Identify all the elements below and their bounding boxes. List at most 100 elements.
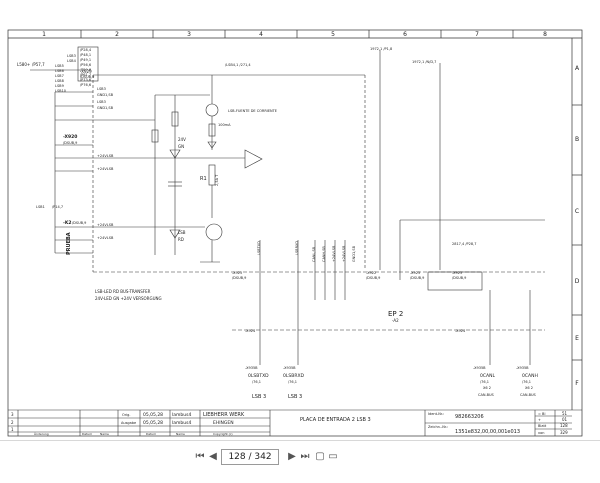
svg-text:/P56,6: /P56,6 xyxy=(80,63,91,67)
last-page-icon[interactable]: ⏭ xyxy=(300,450,310,462)
row-c: C xyxy=(575,208,579,215)
svg-text:LSB4: LSB4 xyxy=(67,59,77,63)
gnd1-a: GND1,SB xyxy=(97,93,114,97)
col-2: 2 xyxy=(115,31,119,38)
svg-text:/P48,1: /P48,1 xyxy=(80,53,91,57)
title-block xyxy=(8,409,582,436)
svg-text:-X935B: -X935B xyxy=(245,366,258,370)
resistor-r1: R1 xyxy=(200,176,207,182)
page-toolbar: ⏮ ◀ 128 / 342 ▶ ⏭ ▢ ▭ xyxy=(0,440,600,483)
conn-x929: -X929 xyxy=(80,69,92,74)
lsb-top-list: LSB3 LSB4 LSB5 LSB6 LSB7 LSB8 LSB9 LSB10 xyxy=(55,54,77,93)
svg-text:LSB3: LSB3 xyxy=(67,54,76,58)
date-ausgabe: 05,05,28 xyxy=(143,420,163,426)
resistor-r1-value: 2,5A T xyxy=(215,174,219,186)
prueba-label: PRUEBA xyxy=(66,232,72,255)
ref-571: /LSB4,1 /271,4 xyxy=(225,63,251,67)
x24vlsb-c: +24VLSB xyxy=(97,223,114,227)
conn-x929-sub: /DSUB,9 xyxy=(80,75,94,79)
sig-canh: CANH,SB xyxy=(322,246,326,262)
ident-label: Ident-Nr.: xyxy=(428,412,444,416)
ausgabe-label: Ausgabe xyxy=(121,421,136,425)
lsb3-a: LSB3 xyxy=(97,87,106,91)
x24vlsb-d: +24VLSB xyxy=(97,236,114,240)
svg-text:X6 2: X6 2 xyxy=(525,386,533,390)
led-lsb: LSB xyxy=(178,230,186,235)
ref-2817: 2817,4 /P28,7 xyxy=(452,242,476,246)
rev-2: 2 xyxy=(11,420,14,425)
conn-x920: -X920 xyxy=(63,134,77,140)
row-d: D xyxy=(575,278,580,285)
sig-lsbtxd: LSBTXD xyxy=(257,241,261,255)
first-page-icon[interactable]: ⏮ xyxy=(195,450,205,462)
name-orig: lambus4 xyxy=(172,412,191,418)
drawing-number: 1351e832,00,00,001e013 xyxy=(455,429,520,435)
svg-text:-X935B: -X935B xyxy=(516,366,529,370)
von-label: von xyxy=(538,431,544,435)
page-plus-label: + xyxy=(538,418,541,422)
note-led-rd: LSB-LED RD BUS-TRANSFER xyxy=(95,289,151,294)
bottom-terminals: -X935B -X935B -X935B -X935B 0LSBTXD 0LSB… xyxy=(245,366,538,400)
blatt-value: 128 xyxy=(560,423,568,428)
svg-text:LSB5: LSB5 xyxy=(55,64,64,68)
conn-x920-sub: /DSUB,9 xyxy=(63,141,77,145)
svg-text:LSB9: LSB9 xyxy=(55,84,64,88)
bl-value: 51 xyxy=(562,411,568,416)
svg-text:CAN-BUS: CAN-BUS xyxy=(520,393,537,397)
sig-lsbrxd: LSBRXD xyxy=(295,241,299,255)
conn-x925-c-sub: /DSUB,9 xyxy=(452,276,466,280)
svg-text:LSB 3: LSB 3 xyxy=(252,394,266,400)
svg-text:/76,1: /76,1 xyxy=(252,380,261,384)
conn-x922: -X922 xyxy=(366,271,376,275)
wire-l580: L580+ xyxy=(17,62,30,67)
signal-bus xyxy=(93,219,545,365)
row-b: B xyxy=(575,136,579,143)
svg-text:/P76,6: /P76,6 xyxy=(80,83,91,87)
next-page-icon[interactable]: ▶ xyxy=(288,450,296,462)
note-led-gn: 24V-LED GN +24V VERSORGUNG xyxy=(95,296,162,301)
lsb1-label: LSB1 xyxy=(36,205,45,209)
x24vlsb-b: +24VLSB xyxy=(97,167,114,171)
svg-text:/P28,4: /P28,4 xyxy=(80,48,92,52)
conn-x922-sub: /DSUB,9 xyxy=(366,276,380,280)
col-4: 4 xyxy=(259,31,263,38)
svg-text:0LSBRXD: 0LSBRXD xyxy=(283,373,305,379)
orig-label: Orig. xyxy=(122,413,131,417)
date-orig: 05,05,28 xyxy=(143,412,163,418)
col-8: 8 xyxy=(543,31,547,38)
schematic-drawing: 1 2 3 4 5 6 7 8 A B C D E F L580+ xyxy=(7,29,583,437)
row-e: E xyxy=(575,335,579,342)
ident-number: 982663206 xyxy=(455,414,484,420)
sig-24vlsb-b: +24VLSB xyxy=(342,245,346,262)
p-ref-list: /P28,4 /P48,1 /P49,1 /P56,6 /P59,6 /P61,… xyxy=(80,48,92,87)
row-f: F xyxy=(575,380,579,387)
led-rd: RD xyxy=(178,237,184,242)
col-7: 7 xyxy=(475,31,479,38)
sheet-title: PLACA DE ENTRADA 2 LSB 3 xyxy=(300,417,371,423)
name-ausgabe: lambus4 xyxy=(172,420,191,426)
sig-gnd1: GND1,SB xyxy=(352,245,356,262)
conn-x925-c: -X925 xyxy=(452,271,462,275)
svg-text:X6 2: X6 2 xyxy=(483,386,491,390)
gnd1-b: GND1,SB xyxy=(97,106,114,110)
company-city: EHINGEN xyxy=(213,420,234,426)
top-wiring xyxy=(30,46,441,272)
conn-x925-b: -X925 xyxy=(410,271,420,275)
footer-aenderung: Änderung xyxy=(34,431,49,436)
svg-text:LSB 3: LSB 3 xyxy=(288,394,302,400)
ref-1972: 1972,1 /P1,8 xyxy=(370,47,392,51)
svg-text:CAN-BUS: CAN-BUS xyxy=(478,393,495,397)
col-1: 1 xyxy=(42,31,46,38)
fit-width-icon[interactable]: ▭ xyxy=(328,450,338,462)
conn-k2-sub: /DSUB,9 xyxy=(72,221,86,225)
svg-text:LSB8: LSB8 xyxy=(55,79,64,83)
ma-label: 100mA xyxy=(218,123,231,127)
page-indicator[interactable]: 128 / 342 xyxy=(221,449,279,465)
company-name: LIEBHERR WERK xyxy=(203,412,245,418)
svg-text:LSB6: LSB6 xyxy=(55,69,64,73)
svg-text:/P59,6: /P59,6 xyxy=(80,68,91,72)
fit-page-icon[interactable]: ▢ xyxy=(315,450,325,462)
drawing-label: Zeichn.-Nr.: xyxy=(428,425,448,429)
col-5: 5 xyxy=(331,31,335,38)
prev-page-icon[interactable]: ◀ xyxy=(209,450,217,462)
